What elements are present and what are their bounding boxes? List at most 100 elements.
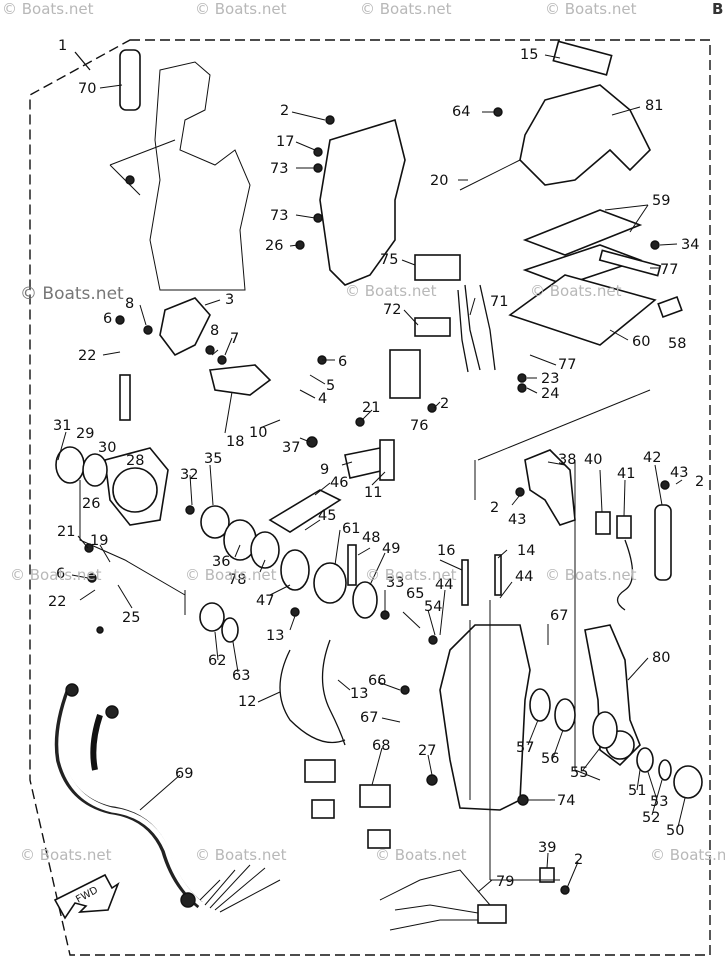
callout-67: 67 (360, 710, 378, 726)
callout-77: 77 (558, 357, 576, 373)
callout-78: 78 (228, 572, 246, 588)
callout-16: 16 (437, 543, 455, 559)
part-53-washer (636, 747, 654, 773)
part-68-plug-b (359, 784, 391, 808)
callout-5: 5 (326, 378, 335, 394)
part-35-spring (200, 505, 230, 539)
part-81-top-cover (519, 84, 651, 186)
callout-2: 2 (440, 396, 449, 412)
callout-49: 49 (382, 541, 400, 557)
part-59-bracket (522, 209, 643, 256)
callout-13: 13 (266, 628, 284, 644)
watermark: © Boats.net (195, 0, 287, 18)
part-55-ring (592, 711, 618, 749)
part-69-connector-c (180, 892, 196, 908)
part-9-lever (344, 447, 386, 479)
callout-20: 20 (430, 173, 448, 189)
watermark: © Boats.net (375, 846, 467, 864)
callout-63: 63 (232, 668, 250, 684)
callout-24: 24 (541, 386, 559, 402)
callout-22: 22 (78, 348, 96, 364)
callout-22: 22 (48, 594, 66, 610)
watermark: © Boats.net (345, 282, 437, 300)
callout-56: 56 (541, 751, 559, 767)
harness-71-wires (457, 284, 496, 373)
callout-73: 73 (270, 208, 288, 224)
part-41-wire (616, 539, 634, 611)
part-56-ring (554, 698, 576, 732)
callout-37: 37 (282, 440, 300, 456)
callout-21: 21 (57, 524, 75, 540)
callout-43: 43 (508, 512, 526, 528)
watermark: © Boats.net (20, 846, 112, 864)
callout-61: 61 (342, 521, 360, 537)
leader-line (109, 139, 176, 166)
callout-73: 73 (270, 161, 288, 177)
part-62-ring (199, 602, 225, 632)
callout-26: 26 (82, 496, 100, 512)
side-cover-plate (319, 118, 406, 286)
callout-77: 77 (660, 262, 678, 278)
callout-28: 28 (126, 453, 144, 469)
callout-29: 29 (76, 426, 94, 442)
watermark: © Boats.net (360, 0, 452, 18)
callout-47: 47 (256, 593, 274, 609)
callout-14: 14 (517, 543, 535, 559)
callout-15: 15 (520, 47, 538, 63)
callout-17: 17 (276, 134, 294, 150)
callout-42: 42 (643, 450, 661, 466)
part-22-bolt (119, 374, 131, 421)
callout-69: 69 (175, 766, 193, 782)
callout-74: 74 (557, 793, 575, 809)
lever-handle-outline (149, 61, 251, 291)
callout-44: 44 (515, 569, 533, 585)
callout-6: 6 (56, 566, 65, 582)
watermark: © Boats.net (530, 282, 622, 300)
watermark: © Boats.net (10, 566, 102, 584)
watermark: © Boats.net (195, 846, 287, 864)
part-69-connector-b (105, 705, 119, 719)
part-41-block (616, 515, 632, 539)
part-68-plug-d (311, 799, 335, 819)
part-69-main-harness (54, 688, 203, 909)
fwd-arrow (53, 873, 120, 920)
callout-68: 68 (372, 738, 390, 754)
callout-8: 8 (125, 296, 134, 312)
part-68-plug-a (304, 759, 336, 783)
part-77-strip (598, 249, 662, 277)
part-11-pin (379, 439, 395, 481)
callout-3: 3 (225, 292, 234, 308)
callout-13: 13 (350, 686, 368, 702)
part-79-pigtail (379, 869, 491, 931)
part-13-harness (321, 639, 346, 746)
part-75-switch (414, 254, 461, 281)
callout-2: 2 (574, 852, 583, 868)
callout-80: 80 (652, 650, 670, 666)
callout-31: 31 (53, 418, 71, 434)
callout-7: 7 (230, 331, 239, 347)
callout-53: 53 (650, 794, 668, 810)
part-69-branch (90, 714, 103, 771)
callout-75: 75 (380, 252, 398, 268)
callout-27: 27 (418, 743, 436, 759)
callout-62: 62 (208, 653, 226, 669)
callout-71: 71 (490, 294, 508, 310)
callout-1: 1 (58, 38, 67, 54)
watermark: © Boats.net (650, 846, 725, 864)
callout-50: 50 (666, 823, 684, 839)
callout-76: 76 (410, 418, 428, 434)
part-69-wire-ends (199, 864, 281, 913)
part-52-washer (658, 759, 672, 781)
callout-67: 67 (550, 608, 568, 624)
part-40-block (595, 511, 611, 535)
callout-19: 19 (90, 533, 108, 549)
callout-39: 39 (538, 840, 556, 856)
callout-9: 9 (320, 462, 329, 478)
watermark: © Boats.net (20, 284, 124, 304)
callout-43: 43 (670, 465, 688, 481)
callout-59: 59 (652, 193, 670, 209)
callout-21: 21 (362, 400, 380, 416)
corner-mark: B (712, 0, 724, 18)
watermark: © Boats.net (365, 566, 457, 584)
callout-65: 65 (406, 586, 424, 602)
